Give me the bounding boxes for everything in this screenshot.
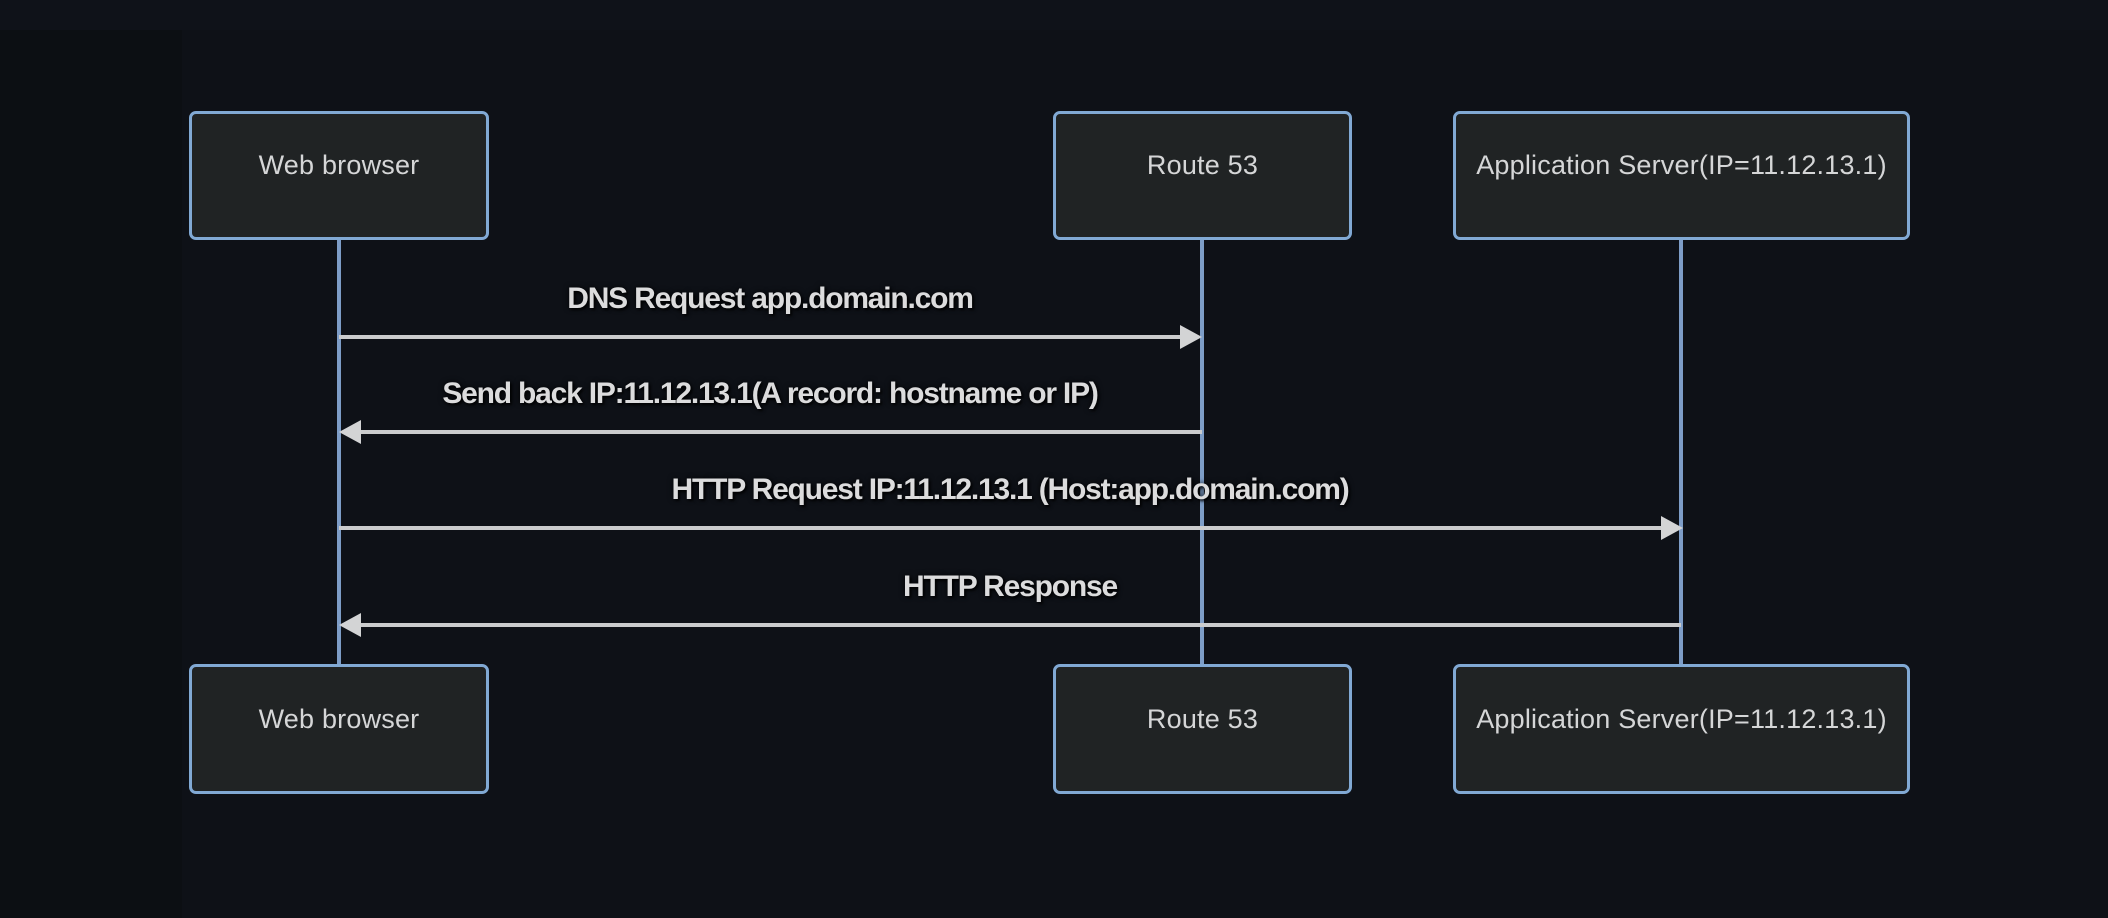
actor-label-route-53: Route 53 [1146, 703, 1259, 734]
arrowhead-right-icon [1661, 516, 1683, 540]
lifeline-web-browser [337, 240, 341, 664]
arrowhead-left-icon [339, 613, 361, 637]
message-line [359, 430, 1202, 434]
message-line [359, 623, 1681, 627]
arrowhead-right-icon [1180, 325, 1202, 349]
message-label: HTTP Response [903, 570, 1118, 603]
lifeline-app-server [1679, 240, 1683, 664]
background-top-strip [0, 0, 2108, 30]
arrowhead-left-icon [339, 420, 361, 444]
message-label: DNS Request app.domain.com [567, 282, 974, 315]
actor-label-app-server: Application Server(IP=11.12.13.1) [1476, 150, 1887, 180]
actor-label-app-server: Application Server(IP=11.12.13.1) [1476, 703, 1887, 734]
message-label: Send back IP:11.12.13.1(A record: hostna… [442, 377, 1099, 410]
actor-box-web-browser-bottom: Web browser [189, 664, 489, 794]
message-line [339, 526, 1663, 530]
actor-box-app-server-top: Application Server(IP=11.12.13.1) [1453, 111, 1910, 240]
actor-box-route-53-bottom: Route 53 [1053, 664, 1352, 794]
message-line [339, 335, 1184, 339]
actor-box-web-browser-top: Web browser [189, 111, 489, 240]
actor-label-route-53: Route 53 [1146, 150, 1259, 180]
actor-label-web-browser: Web browser [258, 150, 420, 180]
actor-label-web-browser: Web browser [258, 703, 420, 734]
actor-box-app-server-bottom: Application Server(IP=11.12.13.1) [1453, 664, 1910, 794]
message-label: HTTP Request IP:11.12.13.1 (Host:app.dom… [671, 473, 1349, 506]
lifeline-route-53 [1200, 240, 1204, 664]
actor-box-route-53-top: Route 53 [1053, 111, 1352, 240]
